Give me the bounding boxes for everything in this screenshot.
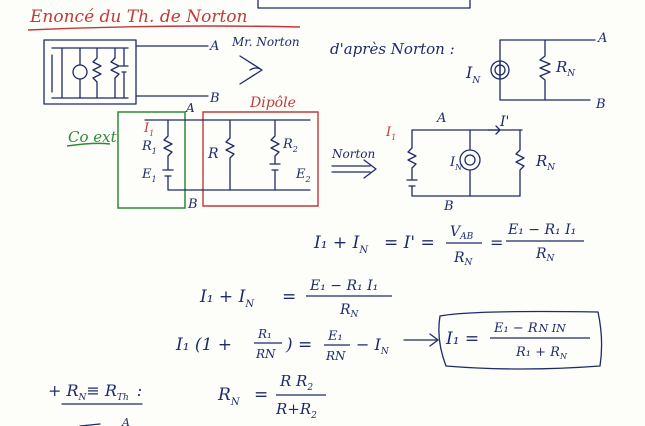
cropped-top-box bbox=[257, 0, 471, 9]
eye-icon bbox=[239, 55, 263, 85]
equation-3: I₁ (1 + R₁ RN ) = E₁ RN − IN bbox=[175, 327, 390, 363]
mr-norton-eye: Mr. Norton bbox=[231, 35, 300, 85]
result-box: I₁ = E₁ − RN IN R₁ + RN bbox=[403, 310, 603, 370]
eq3-den: RN bbox=[325, 349, 346, 363]
I1-label-right: I1 bbox=[385, 125, 396, 142]
norton-arrow-label: Norton bbox=[331, 147, 375, 161]
terminal-B-top: B bbox=[209, 91, 220, 106]
eq1-equals2: = bbox=[490, 233, 503, 252]
eq1-mid: = I' = bbox=[384, 233, 435, 253]
terminal-B-right: B bbox=[595, 97, 606, 112]
eq1-num2: E₁ − R₁ I₁ bbox=[507, 222, 576, 238]
rn-den: R+R2 bbox=[275, 400, 317, 421]
apres-norton-label: d'après Norton : bbox=[330, 40, 455, 58]
bottom-cropped-content: A bbox=[79, 416, 130, 426]
page-title: Enoncé du Th. de Norton bbox=[29, 7, 247, 27]
terminal-A-top: A bbox=[209, 39, 219, 54]
eq3-frac-num: R₁ bbox=[257, 327, 272, 341]
eq2-lhs: I₁ + IN bbox=[199, 287, 255, 310]
mr-norton-label: Mr. Norton bbox=[231, 35, 300, 49]
rn-eq: = bbox=[254, 385, 268, 405]
R2-label: R2 bbox=[282, 137, 298, 154]
norton-transform-arrow: Norton bbox=[331, 147, 377, 179]
norton-equivalent-circuit: IN RN A B bbox=[465, 31, 607, 112]
result-den: R₁ + RN bbox=[515, 345, 568, 361]
R1-label: R1 bbox=[141, 139, 157, 156]
eq2-num: E₁ − R₁ I₁ bbox=[309, 278, 378, 294]
RN-label-top: RN bbox=[555, 58, 576, 79]
E2-label: E2 bbox=[295, 167, 311, 184]
eq2-den: RN bbox=[339, 302, 360, 320]
co-ext-and-dipole: Co ext Dipôle I1 R1 E1 A B R R2 E2 bbox=[66, 95, 319, 212]
transformed-circuit: I1 A B I' IN RN bbox=[385, 111, 556, 214]
bottom-A-label: A bbox=[121, 416, 130, 426]
terminal-B-right-mid: B bbox=[443, 199, 454, 214]
rn-num: R R2 bbox=[279, 372, 313, 393]
title-block: Enoncé du Th. de Norton bbox=[27, 7, 301, 31]
result-num: E₁ − RN IN bbox=[493, 321, 566, 336]
eq1-den2: RN bbox=[535, 246, 556, 264]
Iprime-label: I' bbox=[499, 114, 509, 130]
eq3-tail: − IN bbox=[356, 335, 390, 357]
rn-equivalence: + RN≡ RTh: RN = R R2 R+R2 bbox=[48, 372, 326, 421]
dipole-label: Dipôle bbox=[249, 95, 296, 111]
eq3-frac-den: RN bbox=[255, 347, 276, 361]
terminal-A-right: A bbox=[597, 31, 607, 46]
eq1-lhs: I₁ + IN bbox=[313, 233, 369, 256]
rn-label: + RN≡ RTh: bbox=[48, 381, 142, 403]
RN-label-mid: RN bbox=[535, 152, 556, 173]
eq3-close: ) = bbox=[285, 335, 312, 355]
eq2-equals: = bbox=[282, 287, 296, 307]
R-label-dipole: R bbox=[207, 146, 219, 162]
equation-2: I₁ + IN = E₁ − R₁ I₁ RN bbox=[199, 278, 392, 320]
eq3-lhs: I₁ (1 + bbox=[175, 335, 232, 355]
eq1-num1: VAB bbox=[450, 224, 474, 242]
black-box-circuit: A B bbox=[43, 39, 220, 106]
eq3-num: E₁ bbox=[327, 329, 343, 344]
co-ext-label: Co ext bbox=[68, 128, 118, 146]
result-lhs: I₁ = bbox=[445, 329, 479, 349]
E1-label: E1 bbox=[141, 167, 157, 184]
terminal-B-mid: B bbox=[187, 197, 198, 212]
terminal-A-right-mid: A bbox=[436, 111, 446, 126]
I1-label: I1 bbox=[143, 121, 154, 138]
rn-lhs: RN bbox=[217, 385, 241, 408]
equation-1: I₁ + IN = I' = VAB RN = E₁ − R₁ I₁ RN bbox=[313, 222, 584, 268]
IN-label-mid: IN bbox=[449, 155, 463, 172]
eq1-den1: RN bbox=[453, 250, 474, 268]
terminal-A-mid: A bbox=[185, 101, 195, 115]
IN-label-top: IN bbox=[465, 63, 481, 86]
